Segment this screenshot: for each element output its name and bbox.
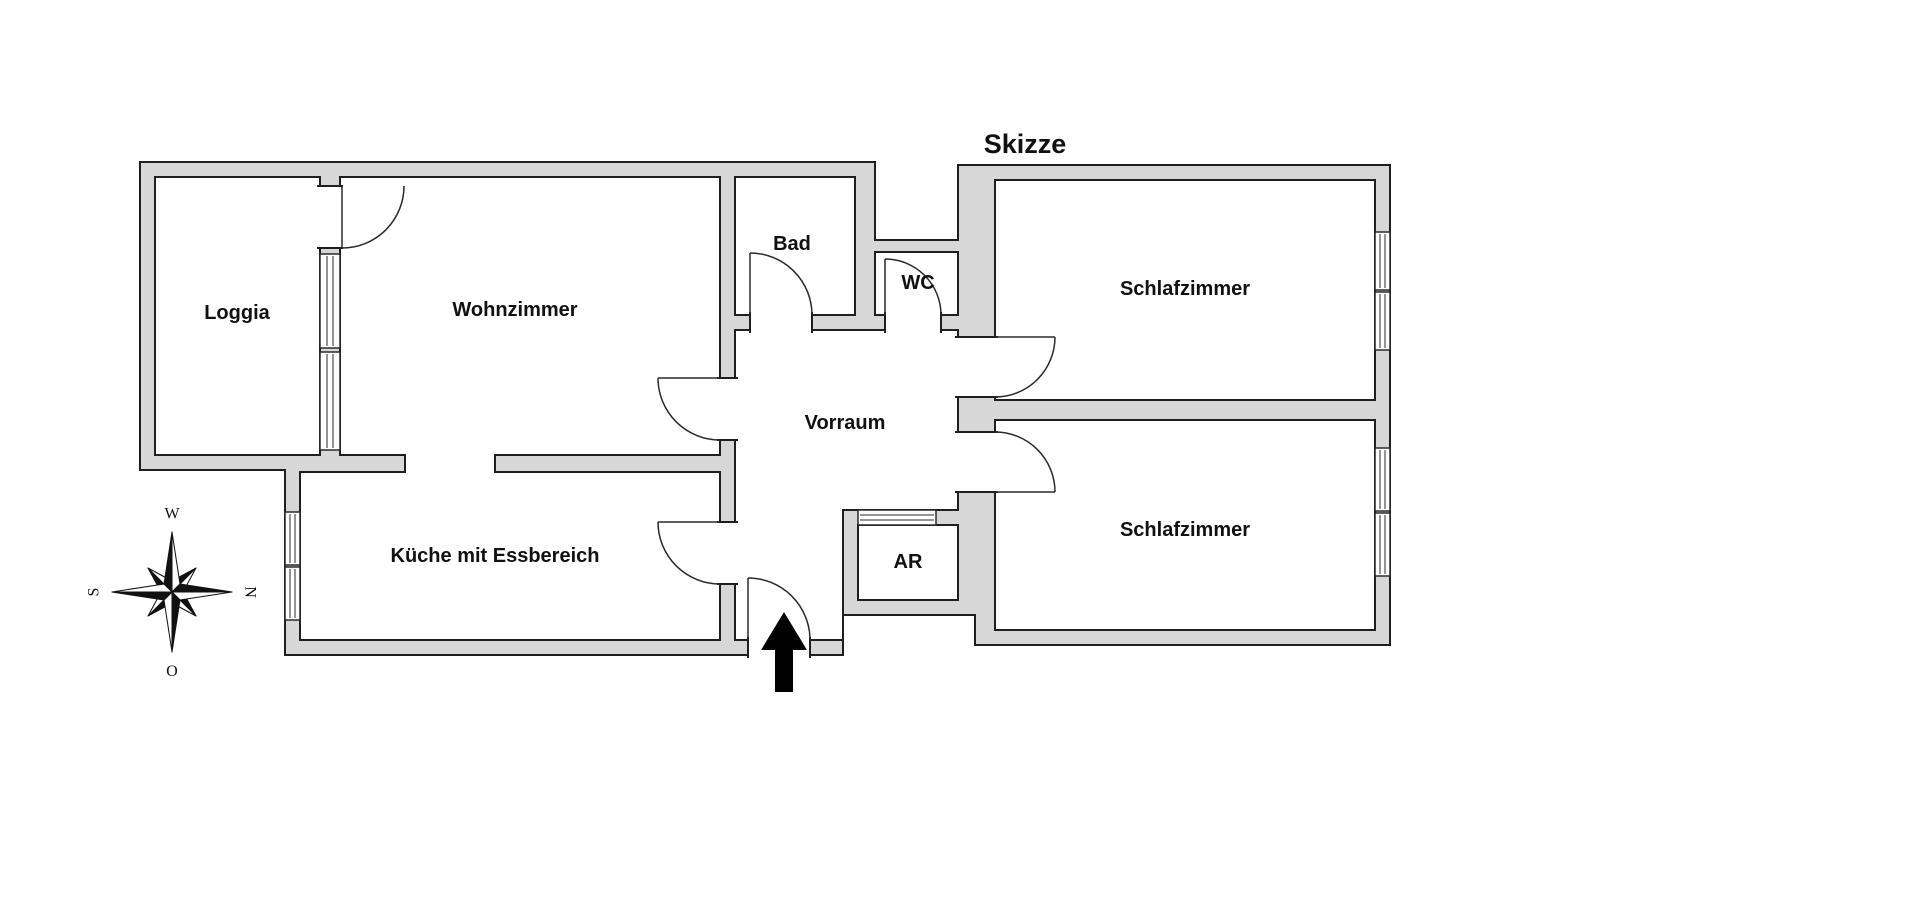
door-opening [750,312,812,333]
window-symbol [284,566,301,621]
window-symbol [1374,231,1391,291]
window-symbol [857,509,937,526]
door-arc-schlafzimmer-top [994,336,1056,398]
room-label-vorraum: Vorraum [805,412,886,434]
passage-opening [405,453,495,474]
door-opening [717,378,738,440]
door-arc-bad [749,252,813,316]
compass-label-west: W [164,506,180,523]
room-label-bad: Bad [773,233,811,255]
window-symbol [1374,447,1391,512]
window-symbol [1374,291,1391,351]
door-opening [885,312,941,333]
compass-label-east: O [166,662,178,679]
wall-openings [317,186,998,658]
compass-label-south: S [86,588,103,597]
windows [284,231,1391,621]
room-label-wohnzimmer: Wohnzimmer [452,299,577,321]
door-arc-kueche [657,521,721,585]
window-symbol [319,253,341,349]
door-opening [955,337,998,397]
room-label-wc: WC [901,272,934,294]
room-label-schlafzimmer-top: Schlafzimmer [1120,278,1250,300]
door-arc-entrance [747,577,811,641]
door-arc-schlafzimmer-bottom [994,431,1056,493]
room-label-schlafzimmer-bottom: Schlafzimmer [1120,519,1250,541]
window-symbol [1374,512,1391,577]
room-label-kueche: Küche mit Essbereich [391,545,600,567]
entrance-arrow-icon [761,612,807,692]
compass-label-north: N [242,586,259,598]
door-arc-wc [884,258,942,316]
compass-rose-icon: W N S O [86,506,259,679]
door-opening [717,522,738,584]
door-arc-loggia [341,185,405,249]
room-labels: Loggia Wohnzimmer Bad WC Schlafzimmer Vo… [204,233,1250,573]
door-arc-wohnzimmer [657,377,721,441]
door-swings [341,185,1056,641]
room-label-ar: AR [894,551,923,573]
walls [139,161,1391,656]
door-opening [955,432,998,492]
drawing-title: Skizze [984,129,1067,159]
door-opening [317,186,343,248]
room-label-loggia: Loggia [204,302,270,324]
window-symbol [319,351,341,451]
wall-jambs [317,185,998,658]
window-symbol [284,511,301,566]
